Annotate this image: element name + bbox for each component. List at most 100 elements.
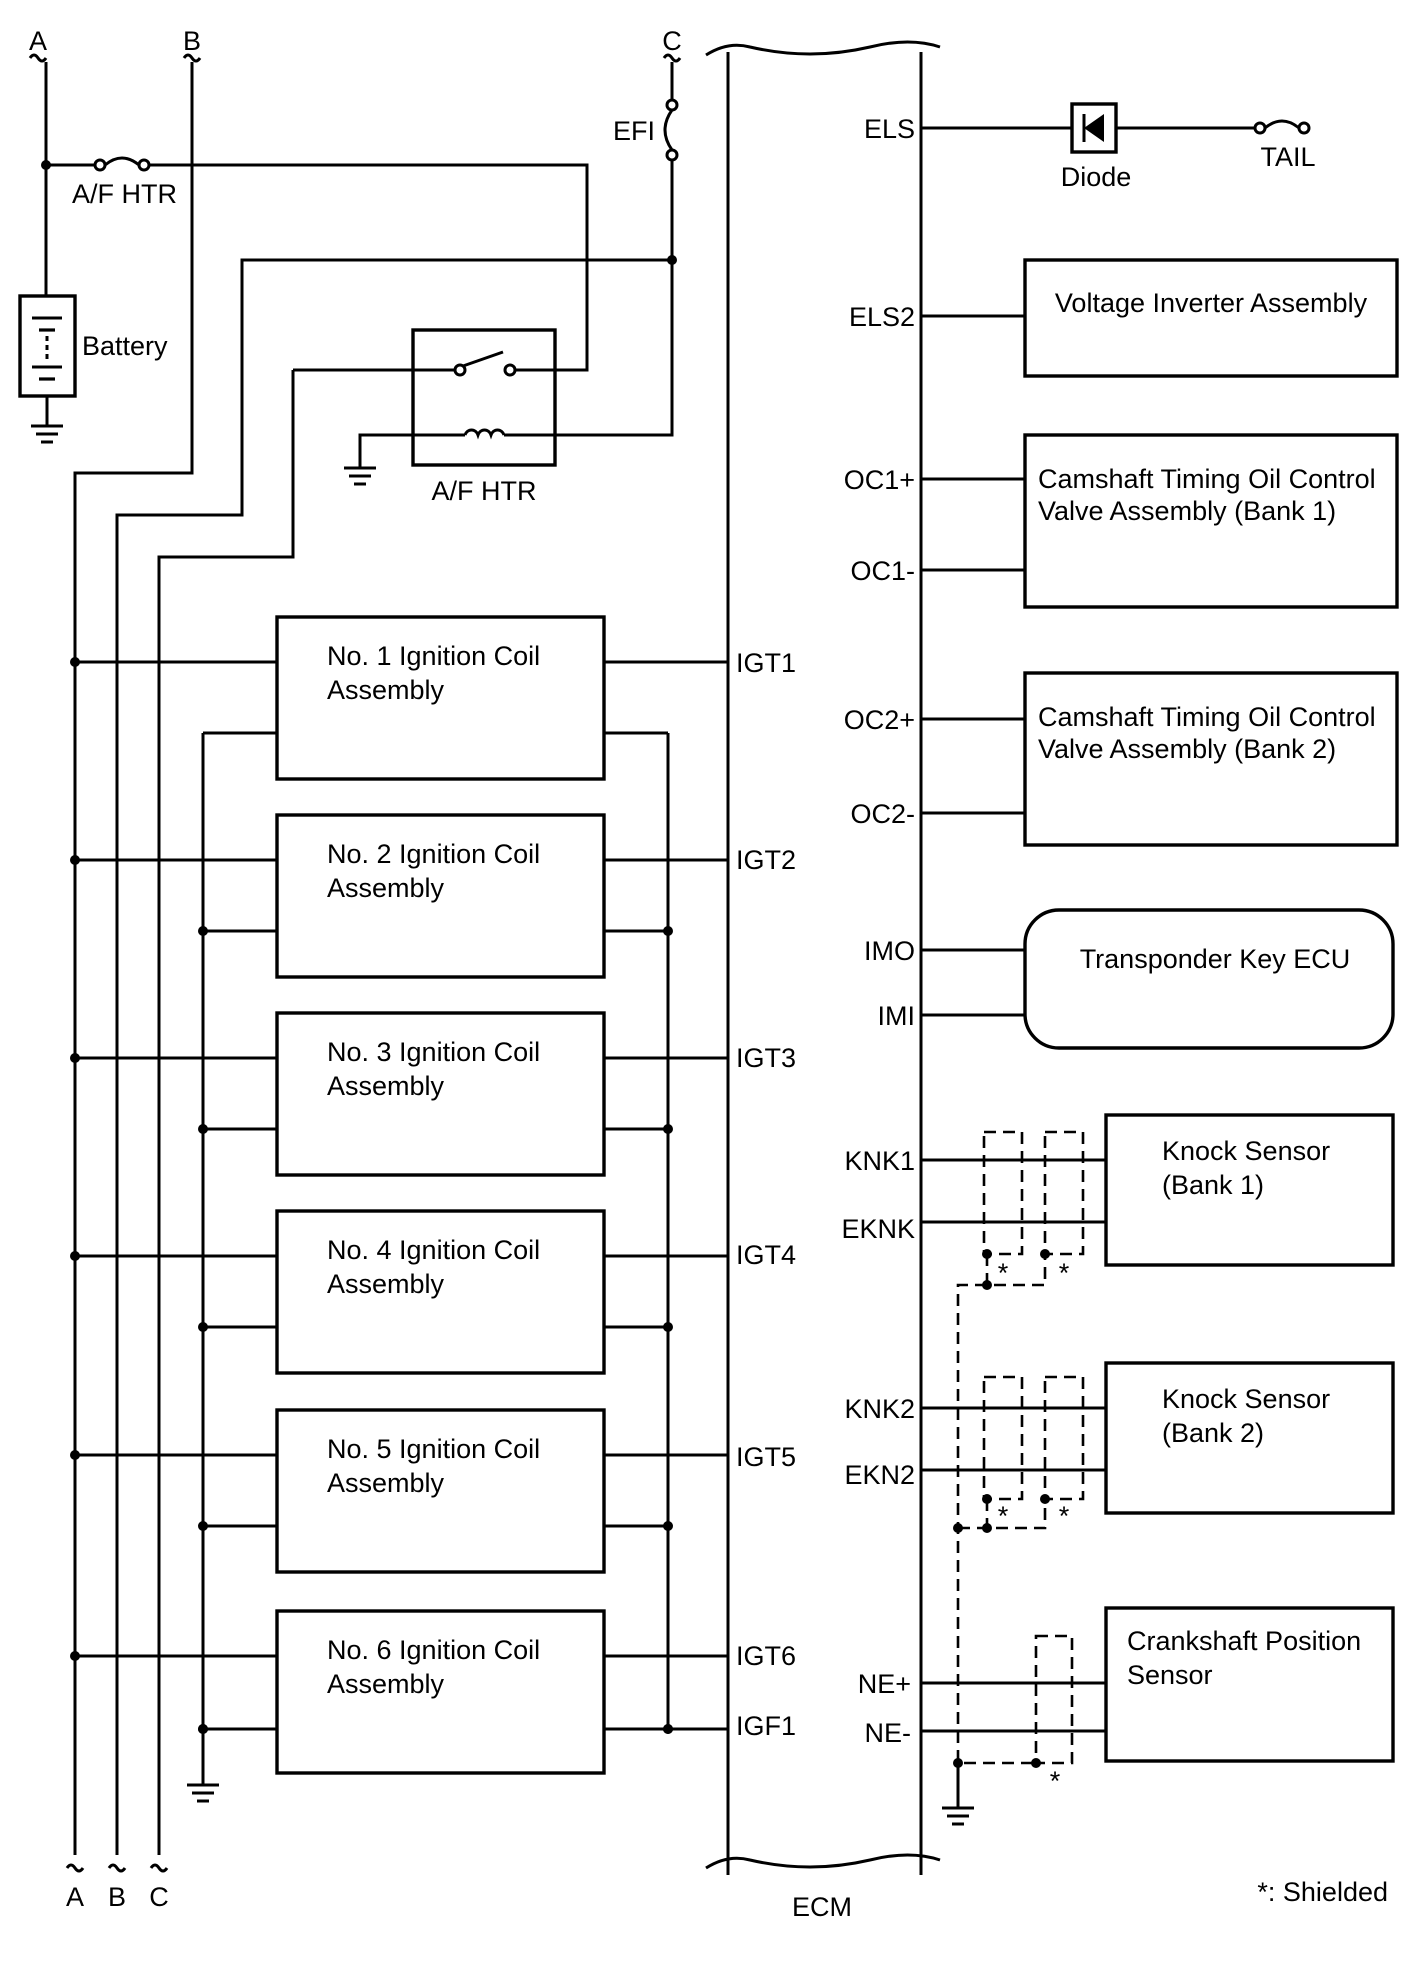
- transponder-key-ecu-label: Transponder Key ECU: [1080, 944, 1351, 974]
- ignition-coil-2-box: [275, 813, 606, 979]
- break-mark-c-bottom: [149, 1863, 169, 1873]
- ocv-bank1-box: [1023, 433, 1399, 609]
- knock-sensor-bank1-label-line2: (Bank 1): [1162, 1170, 1264, 1200]
- break-mark-c-top: [662, 53, 682, 63]
- af-htr-fuse-terminal-right: [137, 158, 151, 172]
- ocv-bank2-box: [1023, 671, 1399, 847]
- shield-marker-knk1: *: [998, 1258, 1009, 1288]
- terminal-els-label: ELS: [864, 114, 915, 144]
- terminal-nep-label: NE+: [858, 1669, 911, 1699]
- wire-c-bus: [115, 258, 672, 1855]
- knock-sensor-bank1-label-line1: Knock Sensor: [1162, 1136, 1330, 1166]
- af-htr-relay-label: A/F HTR: [432, 476, 537, 506]
- diode-icon: [1084, 114, 1104, 142]
- terminal-imi-label: IMI: [878, 1001, 916, 1031]
- shield-marker-eknk: *: [1059, 1258, 1070, 1288]
- shield-legend: *: Shielded: [1257, 1877, 1388, 1907]
- break-mark-a-top: [28, 53, 48, 63]
- shield-drain-dot-2b: [1040, 1494, 1050, 1504]
- tail-fuse-terminal-left: [1253, 121, 1267, 135]
- wire-efi-down: [555, 160, 674, 437]
- terminal-igt6-label: IGT6: [736, 1641, 796, 1671]
- efi-fuse-label: EFI: [613, 116, 655, 146]
- shield-common-dot-1: [953, 1523, 963, 1533]
- terminal-ekn2-label: EKN2: [844, 1460, 915, 1490]
- ground-icon-shield: [942, 1806, 974, 1826]
- ground-icon-relay: [344, 466, 376, 486]
- shield-marker-crank: *: [1050, 1766, 1061, 1796]
- ignition-coil-5-label-line1: No. 5 Ignition Coil: [327, 1434, 540, 1464]
- diode-label: Diode: [1061, 162, 1132, 192]
- ocv-bank1-label-line1: Camshaft Timing Oil Control: [1038, 464, 1376, 494]
- shield-drain-bank1: [985, 1254, 1047, 1287]
- ecm-bottom-wave: [705, 1853, 941, 1870]
- terminal-igt1-label: IGT1: [736, 648, 796, 678]
- terminal-igt5-label: IGT5: [736, 1442, 796, 1472]
- tail-fuse-label: TAIL: [1260, 142, 1315, 172]
- ignition-coil-3-label-line1: No. 3 Ignition Coil: [327, 1037, 540, 1067]
- ignition-coil-1-label-line2: Assembly: [327, 675, 445, 705]
- relay-switch-contact-left: [453, 363, 467, 377]
- shield-marker-ekn2: *: [1059, 1501, 1070, 1531]
- shield-knk2: [982, 1375, 1024, 1501]
- ignition-coil-6-box: [275, 1609, 606, 1775]
- knock-sensor-bank2-box: [1104, 1361, 1395, 1515]
- ecm-top-wave: [705, 40, 941, 57]
- ignition-coil-1-label-line1: No. 1 Ignition Coil: [327, 641, 540, 671]
- knock-sensor-bank1-box: [1104, 1113, 1395, 1267]
- break-mark-b-top: [182, 53, 202, 63]
- crankshaft-position-sensor-box: [1104, 1606, 1395, 1763]
- ignition-coil-3-label-line2: Assembly: [327, 1071, 445, 1101]
- knock-sensor-bank2-label-line2: (Bank 2): [1162, 1418, 1264, 1448]
- connector-c-bottom-label: C: [149, 1882, 169, 1912]
- shield-marker-knk2: *: [998, 1501, 1009, 1531]
- terminal-igt2-label: IGT2: [736, 845, 796, 875]
- af-htr-fuse-icon: [104, 156, 140, 167]
- ignition-coil-4-label-line1: No. 4 Ignition Coil: [327, 1235, 540, 1265]
- ignition-coil-5-box: [275, 1408, 606, 1574]
- knock-sensor-bank2-label-line1: Knock Sensor: [1162, 1384, 1330, 1414]
- ocv-bank2-label-line1: Camshaft Timing Oil Control: [1038, 702, 1376, 732]
- ignition-coil-6-label-line2: Assembly: [327, 1669, 445, 1699]
- transponder-key-ecu-box: [1023, 908, 1395, 1050]
- battery-label: Battery: [82, 331, 168, 361]
- ignition-coil-2-label-line1: No. 2 Ignition Coil: [327, 839, 540, 869]
- ignition-coil-6-label-line1: No. 6 Ignition Coil: [327, 1635, 540, 1665]
- ignition-coil-3-box: [275, 1011, 606, 1177]
- terminal-knk1-label: KNK1: [844, 1146, 915, 1176]
- terminal-oc1p-label: OC1+: [844, 465, 915, 495]
- shield-knk1: [982, 1130, 1024, 1256]
- wire-relay-to-ecm: [157, 370, 295, 1855]
- wire-relay-ground: [358, 433, 413, 468]
- shield-drain-dot-1a: [982, 1249, 992, 1259]
- voltage-inverter-label: Voltage Inverter Assembly: [1055, 288, 1368, 318]
- tail-fuse-icon: [1264, 119, 1300, 130]
- relay-coil-icon: [463, 428, 512, 440]
- connector-c-top-label: C: [662, 26, 682, 56]
- terminal-imo-label: IMO: [864, 936, 915, 966]
- connector-b-top-label: B: [183, 26, 201, 56]
- terminal-oc2m-label: OC2-: [850, 799, 915, 829]
- terminal-nem-label: NE-: [865, 1718, 912, 1748]
- break-mark-b-bottom: [107, 1863, 127, 1873]
- shield-drain-dot-1b: [1040, 1249, 1050, 1259]
- ignition-coil-4-label-line2: Assembly: [327, 1269, 445, 1299]
- shield-crank: [1034, 1634, 1074, 1765]
- shield-drain-dot-crank: [1031, 1758, 1041, 1768]
- crankshaft-position-sensor-label-line2: Sensor: [1127, 1660, 1213, 1690]
- voltage-inverter-box: [1023, 258, 1399, 378]
- terminal-oc1m-label: OC1-: [850, 556, 915, 586]
- ecm-label: ECM: [792, 1892, 852, 1922]
- shield-ekn2: [1043, 1375, 1085, 1501]
- terminal-igf1-label: IGF1: [736, 1711, 796, 1741]
- break-mark-a-bottom: [65, 1863, 85, 1873]
- shield-drain-bank2: [985, 1499, 1047, 1530]
- ignition-coil-4-box: [275, 1209, 606, 1375]
